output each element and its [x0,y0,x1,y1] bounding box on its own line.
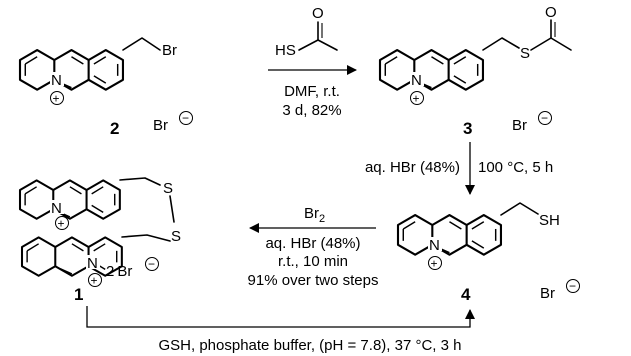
conditions-r3-line2: r.t., 10 min [278,253,348,270]
ring-nitrogen: N [51,200,62,217]
counterion-3: Br [512,117,527,134]
positive-charge-sign: + [58,217,65,231]
positive-charge-sign: + [431,257,438,271]
hs-label: HS [275,42,296,59]
conditions-r2-left: aq. HBr (48%) [365,159,460,176]
ring-nitrogen: N [51,72,62,89]
positive-charge-circle [88,273,102,287]
negative-charge-circle [566,279,580,293]
linker-atom-top: S [163,180,173,197]
oxygen-label: O [545,4,557,21]
counterion-1: 2 Br [106,263,132,280]
conditions-r1-line2: 3 d, 82% [282,102,341,119]
negative-charge-sign: − [148,257,155,271]
counterion-2: Br [153,117,168,134]
positive-charge-circle [410,91,424,105]
thioacetic-acid-reagent: O HS [275,5,338,59]
arrow-reaction-4 [86,306,475,328]
ring-nitrogen: N [411,72,422,89]
negative-charge-sign: − [182,111,189,125]
compound-1: N + S N + S 2 Br − 1 [18,177,181,304]
ring-nitrogen: N [87,255,98,272]
compound-number-2: 2 [110,119,119,138]
substituent-atom-3: S [520,45,530,62]
positive-charge-sign: + [413,92,420,106]
positive-charge-sign: + [91,274,98,288]
compound-4: N + SH Br − 4 [396,202,580,304]
conditions-r3-line3: 91% over two steps [248,272,379,289]
ring-nitrogen: N [429,237,440,254]
conditions-r3-line1: aq. HBr (48%) [265,235,360,252]
compound-2: N + Br Br − 2 [18,37,193,138]
compound-number-4: 4 [461,285,471,304]
conditions-r2-right: 100 °C, 5 h [478,159,553,176]
compound-number-1: 1 [74,285,83,304]
linker-atom-bottom: S [171,228,181,245]
negative-charge-sign: − [569,279,576,293]
positive-charge-circle [428,256,442,270]
oxygen-label: O [312,5,324,22]
positive-charge-circle [55,216,69,230]
counterion-4: Br [540,285,555,302]
substituent-atom-4: SH [539,212,560,229]
positive-charge-circle [50,91,64,105]
compound-3: N + S O Br − 3 [378,4,572,138]
compound-number-3: 3 [463,119,472,138]
negative-charge-sign: − [541,111,548,125]
negative-charge-circle [179,111,193,125]
negative-charge-circle [145,257,159,271]
conditions-r4: GSH, phosphate buffer, (pH = 7.8), 37 °C… [159,337,462,354]
conditions-r3-reagent: Br2 [304,205,325,225]
substituent-atom-2: Br [162,42,177,59]
positive-charge-sign: + [53,92,60,106]
negative-charge-circle [538,111,552,125]
conditions-r1-line1: DMF, r.t. [284,83,340,100]
